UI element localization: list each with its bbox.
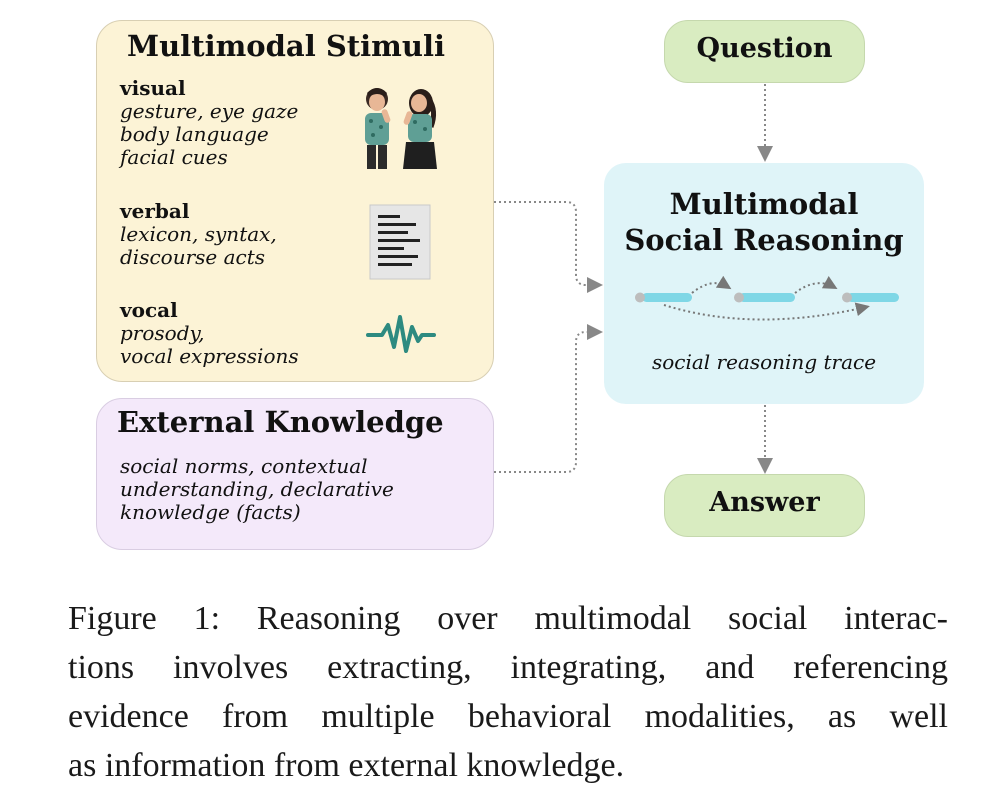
vocal-label: vocal xyxy=(120,298,178,322)
caption-line-2: tions involves extracting, integrating, … xyxy=(68,649,948,686)
stimuli-to-reasoning-arrow xyxy=(494,201,603,293)
caption-line-4: as information from external knowledge. xyxy=(68,747,625,784)
verbal-label: verbal xyxy=(120,199,190,223)
trace-arrow-long xyxy=(663,302,870,321)
external-description: social norms, contextual understanding, … xyxy=(120,454,394,524)
trace-step-3 xyxy=(842,292,899,303)
answer-box: Answer xyxy=(664,474,865,537)
multimodal-stimuli-box: Multimodal Stimuli visual gesture, eye g… xyxy=(96,20,494,382)
visual-label: visual xyxy=(120,76,186,100)
people-illustration-icon xyxy=(365,88,437,169)
external-knowledge-box: External Knowledge social norms, context… xyxy=(96,398,494,550)
question-label: Question xyxy=(696,33,833,64)
vocal-description: prosody, vocal expressions xyxy=(120,321,299,368)
trace-arrow-2 xyxy=(794,276,838,294)
caption-line-1: Figure 1: Reasoning over multimodal soci… xyxy=(68,600,948,637)
external-title: External Knowledge xyxy=(117,405,444,439)
question-box: Question xyxy=(664,20,865,83)
visual-description: gesture, eye gaze body language facial c… xyxy=(120,99,299,169)
stimuli-title: Multimodal Stimuli xyxy=(127,29,445,63)
reasoning-trace-diagram xyxy=(635,275,899,321)
social-reasoning-box: Multimodal Social Reasoning social reaso… xyxy=(604,163,924,404)
external-to-reasoning-arrow xyxy=(494,324,603,473)
trace-label: social reasoning trace xyxy=(651,350,877,374)
answer-label: Answer xyxy=(709,487,820,518)
waveform-icon xyxy=(366,315,436,353)
verbal-description: lexicon, syntax, discourse acts xyxy=(120,222,277,269)
caption-line-3: evidence from multiple behavioral modali… xyxy=(68,698,948,735)
figure-caption: Figure 1: Reasoning over multimodal soci… xyxy=(68,594,948,790)
document-icon xyxy=(369,204,431,280)
trace-step-1 xyxy=(635,292,692,303)
trace-arrow-1 xyxy=(691,275,732,294)
reasoning-title: Multimodal Social Reasoning xyxy=(624,187,904,257)
trace-step-2 xyxy=(734,292,795,303)
